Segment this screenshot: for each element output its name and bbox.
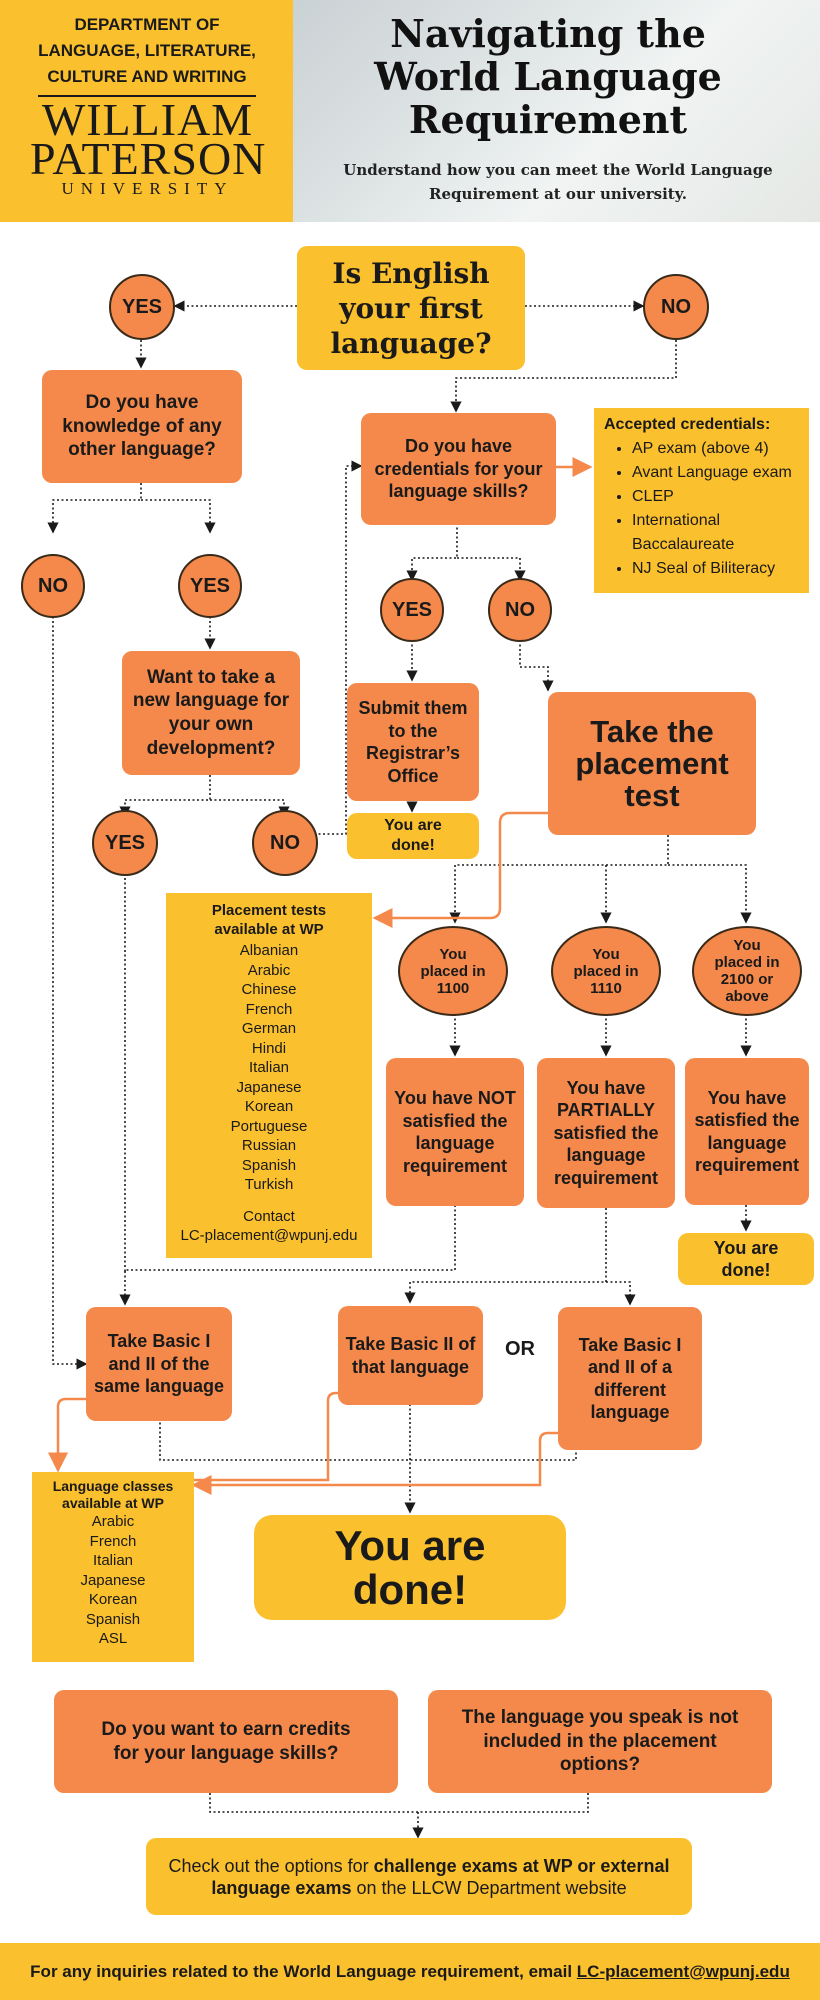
placement-language: Japanese	[236, 1078, 302, 1096]
yes-circle-english: YES	[109, 274, 175, 340]
credential-item: AP exam (above 4)	[632, 437, 803, 461]
language-classes-list: Arabic French Italian Japanese Korean Sp…	[34, 1512, 192, 1649]
done-box-registrar: You are done!	[347, 813, 479, 859]
placement-language: Hindi	[251, 1039, 287, 1057]
placement-language: Albanian	[239, 942, 299, 959]
footer: For any inquiries related to the World L…	[0, 1943, 820, 2000]
no-circle-credentials: NO	[488, 578, 552, 642]
check-options-text: Check out the options for challenge exam…	[160, 1855, 678, 1899]
footer-text: For any inquiries related to the World L…	[30, 1962, 790, 1982]
class-language: Spanish	[85, 1610, 141, 1628]
basic-same-language-box: Take Basic I and II of the same language	[86, 1307, 232, 1421]
placed-1110-circle: You placed in 1110	[551, 926, 661, 1016]
placement-language: Turkish	[244, 1176, 294, 1193]
logo-word-university: UNIVERSITY	[61, 179, 234, 198]
contact-email[interactable]: LC-placement@wpunj.edu	[180, 1227, 358, 1244]
class-language: Arabic	[91, 1513, 135, 1530]
logo-word-william: WILLIAM	[41, 94, 254, 145]
credential-item: NJ Seal of Biliteracy	[632, 557, 803, 581]
placement-language: French	[245, 1000, 293, 1018]
or-label: OR	[505, 1338, 535, 1360]
class-language: Italian	[92, 1552, 134, 1569]
placement-language: Korean	[244, 1098, 294, 1115]
placement-language: Russian	[241, 1137, 297, 1154]
submit-registrar-box: Submit them to the Registrar’s Office	[347, 683, 479, 801]
placement-tests-title: Placement tests available at WP	[211, 902, 327, 938]
no-circle-knowledge: NO	[21, 554, 85, 618]
placement-language: Spanish	[241, 1156, 297, 1174]
placed-1100-circle: You placed in 1100	[398, 926, 508, 1016]
footer-prefix: For any inquiries related to the World L…	[30, 1961, 577, 1981]
placement-tests-languages: Albanian Arabic Chinese French German Hi…	[170, 941, 368, 1246]
done-box-satisfied: You are done!	[678, 1233, 814, 1285]
yes-circle-development: YES	[92, 810, 158, 876]
language-classes-box: Language classes available at WP Arabic …	[32, 1472, 194, 1662]
credential-item: International Baccalaureate	[632, 509, 803, 557]
basic-ii-box: Take Basic II of that language	[338, 1306, 483, 1405]
language-classes-title: Language classes available at WP	[52, 1478, 174, 1511]
satisfied-box: You have satisfied the language requirem…	[685, 1058, 809, 1205]
accepted-credentials-box: Accepted credentials: AP exam (above 4) …	[594, 408, 809, 593]
placement-language: Arabic	[247, 961, 291, 979]
placement-tests-box: Placement tests available at WP Albanian…	[166, 893, 372, 1258]
credential-item: Avant Language exam	[632, 461, 803, 485]
footer-email-link[interactable]: LC-placement@wpunj.edu	[576, 1961, 790, 1981]
knowledge-question: Do you have knowledge of any other langu…	[42, 370, 242, 483]
credentials-list: AP exam (above 4) Avant Language exam CL…	[604, 437, 803, 581]
credential-item: CLEP	[632, 485, 803, 509]
header-overlay	[293, 0, 820, 222]
partially-satisfied-box: You have PARTIALLY satisfied the languag…	[537, 1058, 675, 1208]
basic-different-language-box: Take Basic I and II of a different langu…	[558, 1307, 702, 1450]
credentials-title: Accepted credentials:	[604, 416, 771, 433]
final-done-box: You are done!	[254, 1515, 566, 1620]
earn-credits-question: Do you want to earn credits for your lan…	[54, 1690, 398, 1793]
university-logo: WILLIAM PATERSON UNIVERSITY	[30, 94, 267, 200]
placed-2100-circle: You placed in 2100 or above	[692, 926, 802, 1016]
class-language: ASL	[98, 1630, 128, 1647]
credentials-question: Do you have credentials for your languag…	[361, 413, 556, 525]
class-language: Japanese	[80, 1571, 146, 1589]
first-language-question: Is English your first language?	[297, 246, 525, 370]
yes-circle-knowledge: YES	[178, 554, 242, 618]
placement-language: Chinese	[241, 981, 297, 998]
not-satisfied-box: You have NOT satisfied the language requ…	[386, 1058, 524, 1206]
check-options-suffix: on the LLCW Department website	[351, 1877, 627, 1898]
check-options-prefix: Check out the options for	[168, 1855, 374, 1876]
check-options-link[interactable]: challenge exams at WP or external langua…	[211, 1855, 670, 1898]
language-not-included-question: The language you speak is not included i…	[428, 1690, 772, 1793]
yes-circle-credentials: YES	[380, 578, 444, 642]
logo-divider	[38, 95, 256, 97]
header-logo-panel: DEPARTMENT OF LANGUAGE, LITERATURE, CULT…	[0, 0, 293, 222]
placement-language: Italian	[248, 1059, 290, 1076]
placement-language: Portuguese	[230, 1117, 308, 1135]
check-options-box: Check out the options for challenge exam…	[146, 1838, 692, 1915]
header-photo-panel: Navigating the World Language Requiremen…	[293, 0, 820, 222]
placement-language: German	[241, 1020, 297, 1037]
department-name: DEPARTMENT OF LANGUAGE, LITERATURE, CULT…	[38, 15, 256, 86]
new-language-question: Want to take a new language for your own…	[122, 651, 300, 775]
class-language: French	[89, 1532, 137, 1550]
class-language: Korean	[88, 1591, 138, 1608]
header-title: Navigating the World Language Requiremen…	[374, 11, 722, 142]
header-subtitle: Understand how you can meet the World La…	[343, 161, 773, 203]
no-circle-development: NO	[252, 810, 318, 876]
no-circle-english: NO	[643, 274, 709, 340]
placement-test-box: Take the placement test	[548, 692, 756, 835]
logo-word-paterson: PATERSON	[30, 133, 267, 184]
contact-label: Contact	[243, 1207, 295, 1225]
